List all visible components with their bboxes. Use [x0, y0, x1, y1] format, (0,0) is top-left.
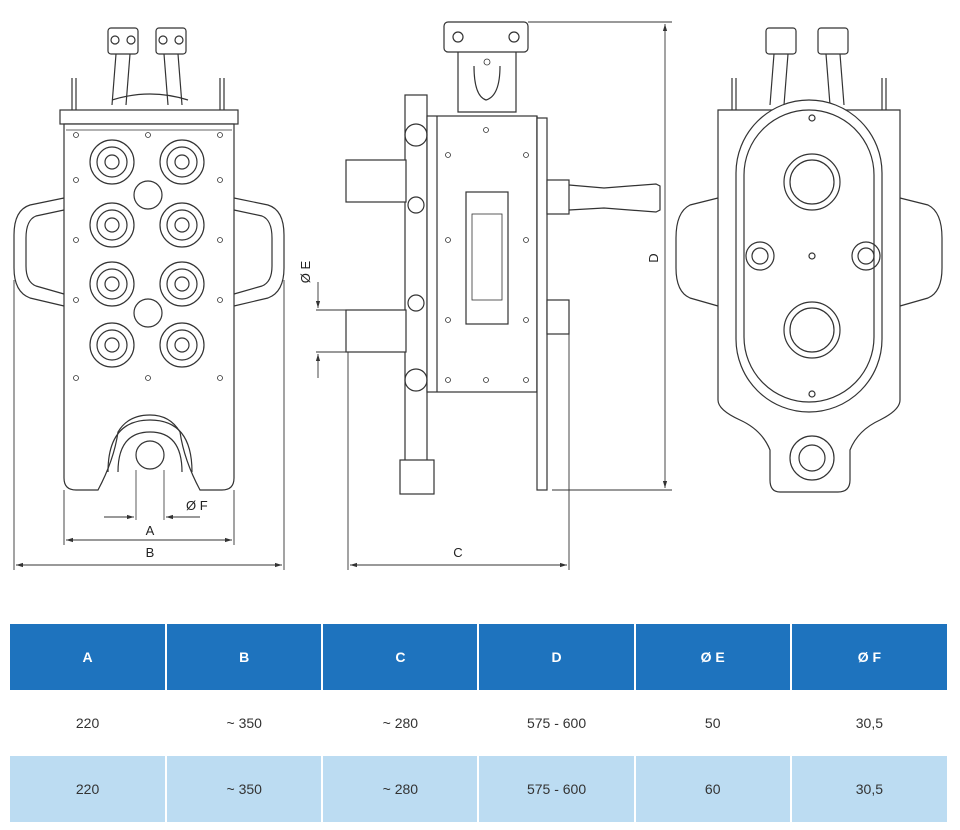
- table-row: 220 ~ 350 ~ 280 575 - 600 60 30,5: [10, 756, 947, 822]
- header-d: D: [478, 624, 636, 690]
- header-a: A: [10, 624, 168, 690]
- cell-e: 50: [634, 690, 792, 756]
- cell-f: 30,5: [790, 756, 947, 822]
- cell-d: 575 - 600: [478, 690, 636, 756]
- cell-a: 220: [10, 756, 168, 822]
- header-f: Ø F: [790, 624, 947, 690]
- dim-a-label: A: [146, 523, 155, 538]
- cell-c: ~ 280: [322, 756, 480, 822]
- cell-b: ~ 350: [166, 756, 324, 822]
- dim-b-label: B: [146, 545, 155, 560]
- header-b: B: [166, 624, 324, 690]
- side-view: [345, 21, 661, 495]
- dim-d-label: D: [646, 253, 661, 262]
- header-c: C: [322, 624, 480, 690]
- technical-drawing: A B Ø F: [13, 21, 943, 570]
- back-view: [675, 27, 943, 493]
- dim-c-label: C: [453, 545, 462, 560]
- front-view: [13, 27, 285, 520]
- cell-c: ~ 280: [322, 690, 480, 756]
- cell-d: 575 - 600: [478, 756, 636, 822]
- table-row: 220 ~ 350 ~ 280 575 - 600 50 30,5: [10, 690, 947, 756]
- cell-a: 220: [10, 690, 168, 756]
- dim-f-label: Ø F: [186, 498, 208, 513]
- table-header-row: A B C D Ø E Ø F: [10, 624, 947, 690]
- header-e: Ø E: [634, 624, 792, 690]
- dim-e-label: Ø E: [298, 260, 313, 283]
- cell-b: ~ 350: [166, 690, 324, 756]
- cell-f: 30,5: [855, 715, 884, 731]
- cell-e: 60: [634, 756, 792, 822]
- specs-table: A B C D Ø E Ø F 220 ~ 350 ~ 280 575 - 60…: [10, 624, 947, 822]
